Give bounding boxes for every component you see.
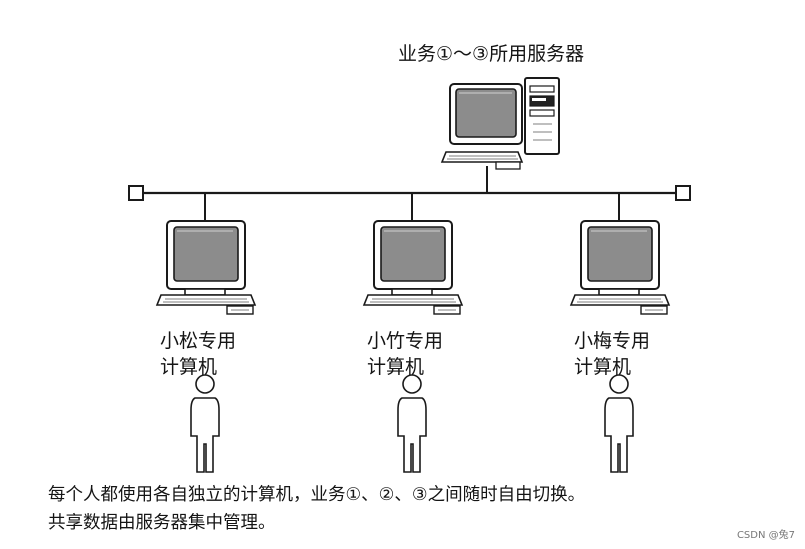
pc-label-1-line2: 计算机 — [160, 356, 218, 378]
lan-terminator-right — [675, 185, 691, 201]
pc-icon-2 — [363, 220, 463, 315]
pc-icon-3 — [570, 220, 670, 315]
pc-label-2: 小竹专用 计算机 — [367, 328, 477, 380]
pc-label-3-line1: 小梅专用 — [574, 330, 651, 352]
pc-label-2-line1: 小竹专用 — [367, 330, 444, 352]
caption-line2: 共享数据由服务器集中管理。 — [48, 513, 276, 533]
server-label: 业务①～③所用服务器 — [398, 43, 585, 65]
lan-terminator-left — [128, 185, 144, 201]
user-figure-2 — [397, 374, 427, 473]
pc-label-1: 小松专用 计算机 — [160, 328, 270, 380]
user-figure-3 — [604, 374, 634, 473]
pc-label-2-line2: 计算机 — [367, 356, 425, 378]
server-computer-icon — [440, 77, 560, 170]
watermark: CSDN @兔7 — [736, 530, 795, 541]
pc-icon-1 — [156, 220, 256, 315]
pc-label-3-line2: 计算机 — [574, 356, 632, 378]
pc-label-1-line1: 小松专用 — [160, 330, 237, 352]
pc-label-3: 小梅专用 计算机 — [574, 328, 684, 380]
user-figure-1 — [190, 374, 220, 473]
caption-line1: 每个人都使用各自独立的计算机，业务①、②、③之间随时自由切换。 — [48, 485, 586, 505]
caption: 每个人都使用各自独立的计算机，业务①、②、③之间随时自由切换。 共享数据由服务器… — [48, 481, 585, 537]
